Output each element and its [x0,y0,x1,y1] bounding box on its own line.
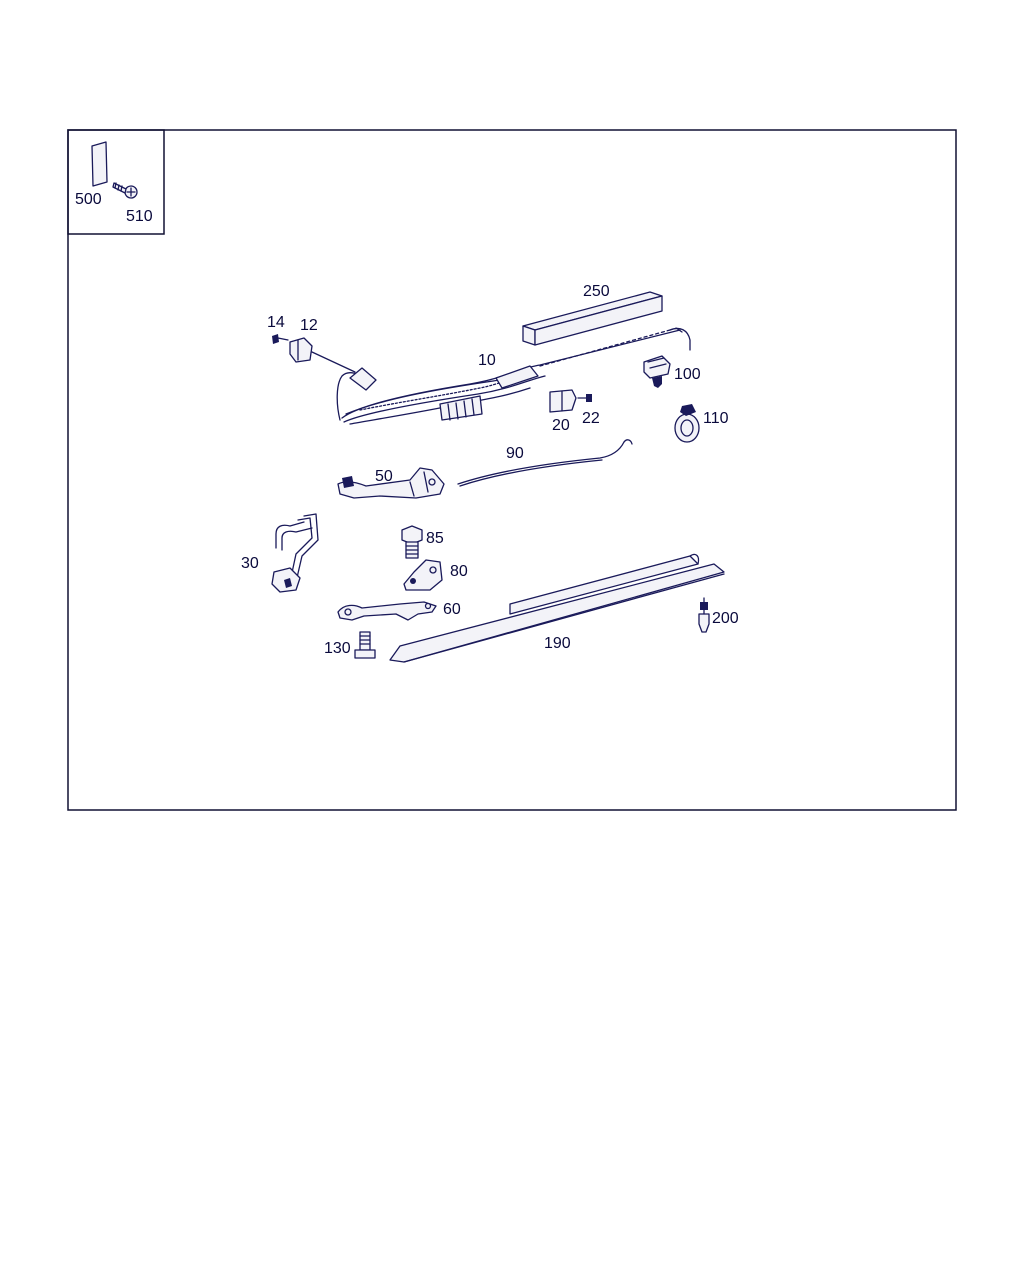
part-12-connector[interactable] [289,337,356,373]
label-110: 110 [703,410,729,427]
label-10: 10 [478,352,496,369]
part-85-bolt[interactable] [401,525,423,559]
part-22-pin[interactable] [577,394,592,402]
label-500: 500 [75,191,102,208]
label-20: 20 [552,417,570,434]
label-22: 22 [582,410,600,427]
label-510: 510 [126,208,153,225]
inset-box [67,129,165,235]
label-100: 100 [674,366,701,383]
part-30-tube-bracket[interactable] [271,513,319,593]
part-10-wiring-harness[interactable] [336,327,691,425]
part-250-foam-block[interactable] [522,291,663,346]
part-190-sill-trim[interactable] [389,553,725,663]
diagram-frame [67,129,957,811]
label-12: 12 [300,317,318,334]
label-250: 250 [583,283,610,300]
part-20-connector[interactable] [549,389,577,413]
label-85: 85 [426,530,444,547]
part-60-arm[interactable] [337,601,437,621]
label-30: 30 [241,555,259,572]
part-130-bolt[interactable] [354,631,376,659]
label-14: 14 [267,314,285,331]
label-190: 190 [544,635,571,652]
part-90-cable[interactable] [457,439,633,487]
label-90: 90 [506,445,524,462]
part-110-clamp[interactable] [674,404,700,443]
label-200: 200 [712,610,739,627]
part-510-screw[interactable] [112,182,138,199]
part-500-label-plate[interactable] [91,141,108,187]
part-100-clip[interactable] [643,355,671,388]
part-80-bracket[interactable] [403,559,443,591]
label-130: 130 [324,640,351,657]
part-200-rivet[interactable] [698,597,710,633]
part-50-bracket[interactable] [337,467,445,499]
label-60: 60 [443,601,461,618]
label-80: 80 [450,563,468,580]
part-14-pin[interactable] [272,334,289,344]
label-50: 50 [375,468,393,485]
